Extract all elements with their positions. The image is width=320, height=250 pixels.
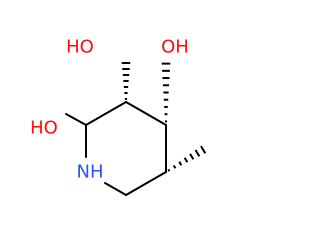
hash-stroke: [167, 168, 171, 172]
bond-c2-oh: [65, 113, 87, 126]
hydroxyl-label-top-left: HO: [66, 37, 94, 58]
hashed-bond-c4-oh: [161, 62, 171, 123]
hash-stroke: [178, 161, 183, 166]
molecule-structure: HO OH HO NH: [30, 37, 207, 196]
bond-c3-c4: [125, 101, 167, 126]
hash-stroke: [200, 145, 207, 154]
hash-stroke: [189, 153, 195, 160]
hash-stroke: [172, 164, 177, 169]
bond-c6-n: [104, 182, 127, 196]
hashed-bond-c5-methyl: [167, 145, 207, 172]
bond-c5-c6: [125, 171, 167, 196]
hydroxyl-label-left: HO: [30, 118, 58, 139]
hash-stroke: [194, 149, 201, 157]
hash-stroke: [183, 157, 189, 163]
nitrogen-label: NH: [77, 162, 104, 183]
bond-c2-c3: [85, 101, 127, 126]
hashed-bond-c3-oh: [121, 62, 131, 100]
hydroxyl-label-top-right: OH: [161, 37, 189, 58]
